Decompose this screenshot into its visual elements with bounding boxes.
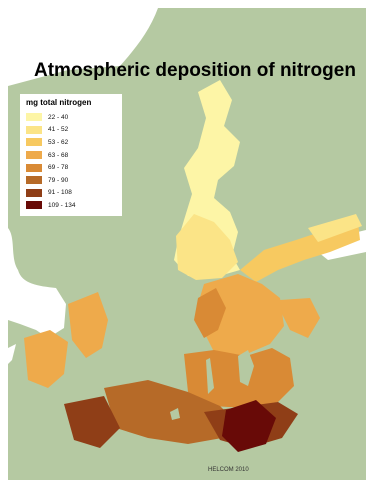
legend: mg total nitrogen 22 - 40 41 - 52 53 - 6… [20,94,122,216]
legend-swatch [26,188,42,197]
legend-item: 69 - 78 [26,161,116,174]
legend-item: 41 - 52 [26,124,116,137]
legend-label: 109 - 134 [48,201,76,209]
legend-item: 79 - 90 [26,174,116,187]
stockholm-coast [194,288,226,338]
legend-item: 91 - 108 [26,187,116,200]
gdansk-bay-high [222,400,276,452]
legend-swatch [26,125,42,134]
gulf-of-finland-east [308,214,362,242]
legend-item: 22 - 40 [26,111,116,124]
legend-label: 79 - 90 [48,176,69,184]
map-title: Atmospheric deposition of nitrogen [34,60,356,81]
skagerrak-sea [8,228,66,338]
legend-item: 109 - 134 [26,199,116,212]
legend-label: 91 - 108 [48,189,72,197]
bornholm-island [170,408,180,420]
legend-label: 63 - 68 [48,151,69,159]
legend-swatch [26,201,42,210]
legend-swatch [26,163,42,172]
legend-item: 63 - 68 [26,149,116,162]
central-baltic-proper [184,348,294,408]
legend-label: 41 - 52 [48,126,69,134]
legend-label: 53 - 62 [48,138,69,146]
legend-swatch [26,151,42,160]
oland-island [206,358,214,394]
gotland-island [238,350,254,386]
legend-item: 53 - 62 [26,136,116,149]
bothnian-sea-south [176,214,238,280]
legend-label: 22 - 40 [48,113,69,121]
north-sea-south [8,344,16,364]
kattegat [68,292,108,358]
legend-label: 69 - 78 [48,164,69,172]
legend-swatch [26,138,42,147]
belt-sea [64,396,120,448]
map-canvas [8,8,366,480]
northern-baltic-proper [198,274,284,356]
credit-text: HELCOM 2010 [208,467,249,473]
map-frame: Atmospheric deposition of nitrogen mg to… [8,8,366,480]
legend-title: mg total nitrogen [26,98,92,107]
legend-swatch [26,113,42,122]
danish-waters-west [24,330,68,388]
gulf-of-riga [280,298,320,338]
legend-swatch [26,176,42,185]
north-sea [8,8,158,86]
